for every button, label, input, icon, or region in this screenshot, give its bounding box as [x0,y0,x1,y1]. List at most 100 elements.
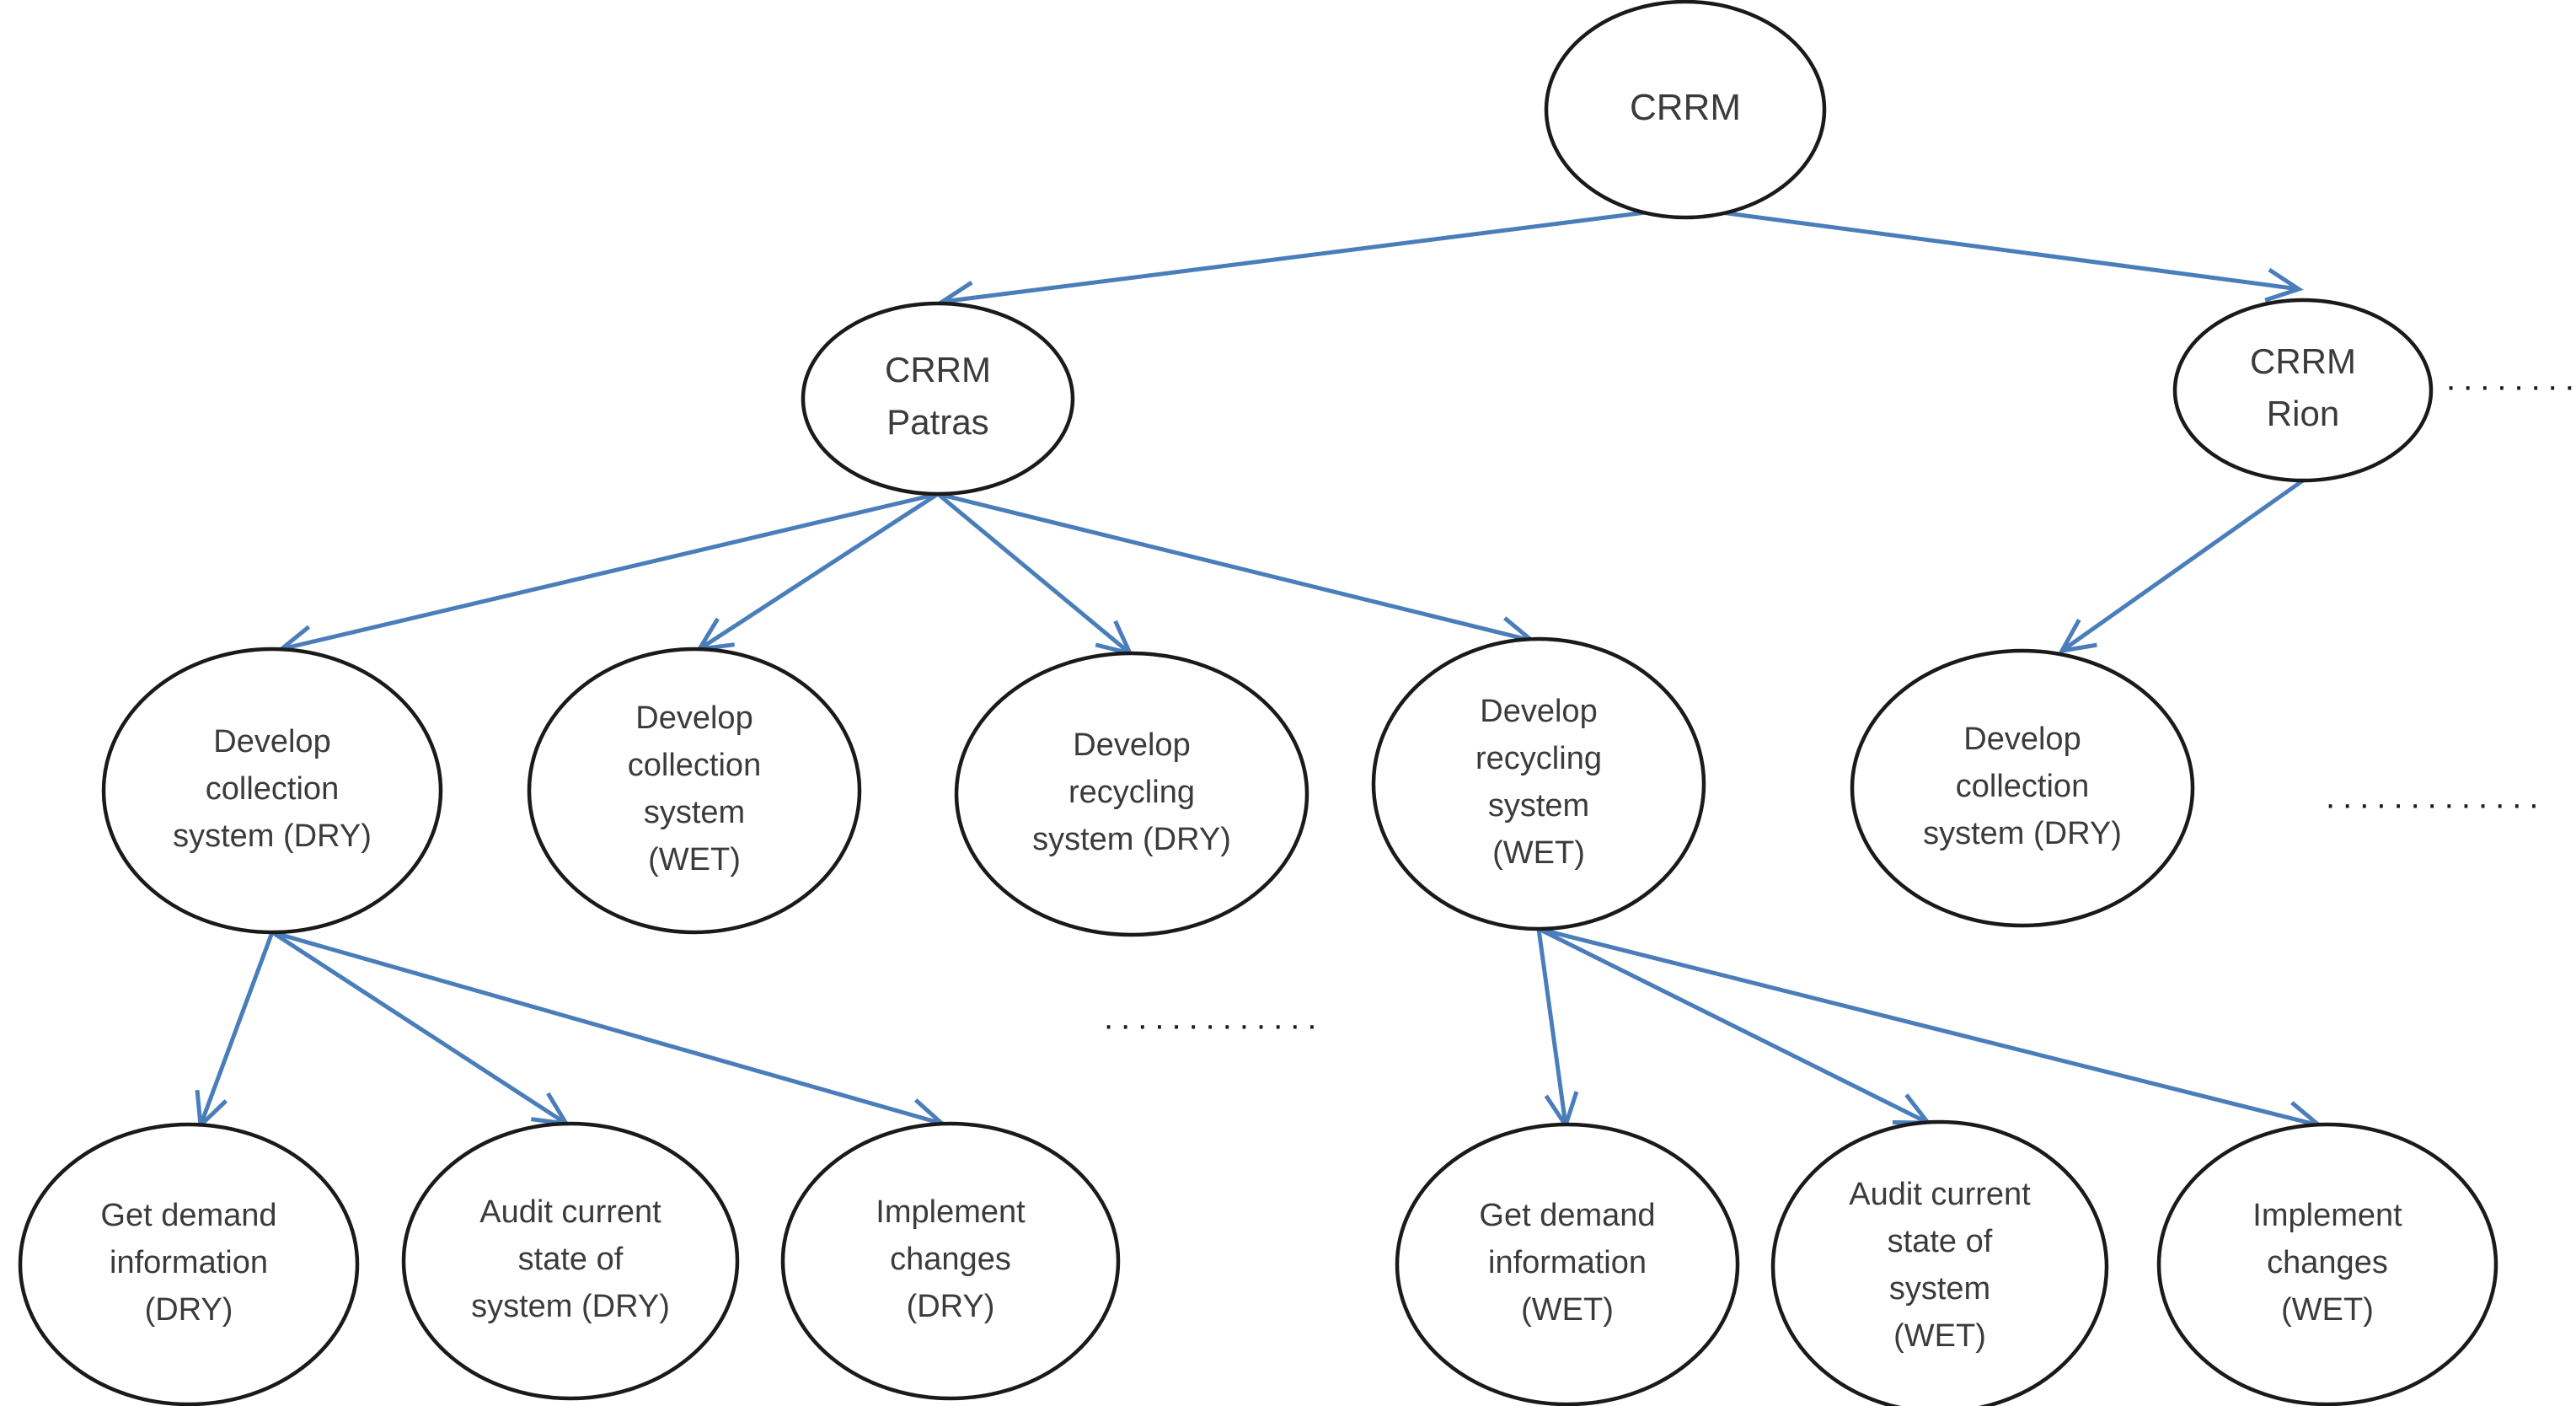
node-label-line: collection [1956,769,2089,804]
node-develop-collection-wet-patras[interactable]: Develop collection system (WET) [527,647,862,935]
node-shape[interactable] [2172,298,2434,483]
node-label-line: Audit current [1849,1177,2031,1212]
edge-arrowhead-icon [2264,267,2304,303]
node-shape[interactable] [401,1121,740,1401]
node-label-line: Develop [1963,722,2081,757]
node-label-line: system (DRY) [471,1289,670,1324]
node-shape[interactable] [18,1122,360,1406]
node-label-line: Audit current [479,1194,661,1230]
node-label-line: (DRY) [907,1289,995,1324]
node-label-line: recycling [1068,775,1195,810]
edge-line [936,492,1132,655]
edge-crrm-to-patras [937,207,1674,315]
edge-line [198,931,275,1126]
ellipsis-marker-ellipsis-level3-mid: ............. [1104,1000,1324,1037]
node-label-line: information [110,1245,268,1280]
node-label-line: CRRM [2250,341,2356,381]
node-label-line: changes [2267,1245,2388,1280]
node-shape[interactable] [780,1121,1121,1401]
node-label-line: information [1488,1245,1647,1280]
node-shape[interactable] [801,301,1075,496]
ellipsis-markers-layer: ..................................... [1104,361,2576,1037]
edge-colldry-to-get-dry [195,931,275,1130]
edge-patras-to-rec-wet [937,491,1537,651]
node-crrm[interactable]: CRRM [1544,0,1827,220]
node-develop-collection-dry-rion[interactable]: Develop collection system (DRY) [1850,648,2195,928]
node-shape[interactable] [2156,1122,2498,1406]
node-label-line: system (DRY) [1032,822,1231,857]
edge-line [1538,926,2320,1128]
node-develop-recycling-wet-patras[interactable]: Develop recycling system (WET) [1371,636,1706,931]
node-label-line: collection [628,748,761,783]
node-label-line: state of [1888,1224,1993,1259]
node-label: CRRM Rion [2250,341,2356,433]
node-label-line: CRRM [1630,87,1741,128]
node-label: Get demand information (DRY) [100,1198,276,1328]
edge-recwet-to-audit-wet [1537,926,1933,1125]
node-label-line: (WET) [1521,1292,1614,1328]
node-label-line: Develop [1480,694,1597,729]
node-label-line: Patras [886,402,988,442]
node-label-line: Develop [213,724,330,759]
node-shape[interactable] [101,647,443,935]
node-shape[interactable] [1544,0,1827,220]
edge-line [1536,928,1568,1126]
edge-line [270,930,568,1126]
edge-line [1695,207,2300,292]
node-label-line: changes [890,1242,1011,1277]
node-shape[interactable] [1395,1122,1740,1406]
edge-line [2060,478,2305,653]
node-shape[interactable] [527,647,862,935]
node-shape[interactable] [1850,648,2195,928]
node-label-line: CRRM [885,350,991,389]
node-label: Get demand information (WET) [1479,1198,1655,1328]
edge-rion-to-coll-dry [2058,478,2305,654]
edge-crrm-to-rion [1695,207,2304,303]
node-label-line: (WET) [1492,835,1585,871]
node-label-line: system [1889,1271,1990,1307]
node-label-line: (WET) [648,842,741,877]
node-get-demand-information-wet[interactable]: Get demand information (WET) [1395,1122,1740,1406]
edge-recwet-to-impl-wet [1538,926,2324,1135]
node-label-line: recycling [1475,741,1602,776]
node-shape[interactable] [1770,1119,2109,1406]
node-shape[interactable] [1371,636,1706,931]
node-shape[interactable] [954,651,1309,937]
node-label-line: Develop [635,700,752,736]
node-label-line: Get demand [100,1198,276,1233]
node-label-line: system [1488,788,1589,824]
edge-recwet-to-get-wet [1536,928,1579,1130]
node-get-demand-information-dry[interactable]: Get demand information (DRY) [18,1122,360,1406]
node-label-line: system [644,795,745,830]
node-crrm-patras[interactable]: CRRM Patras [801,301,1075,496]
node-label: CRRM Patras [885,350,991,442]
edge-patras-to-coll-wet [695,491,940,652]
edge-line [281,491,939,652]
node-label-line: Get demand [1479,1198,1655,1233]
node-label: Develop collection system (WET) [628,700,761,877]
node-label: Develop collection system (DRY) [1923,722,2122,851]
edge-line [1537,926,1930,1125]
ellipsis-marker-ellipsis-level2-right: ........... [2446,361,2576,398]
node-label-line: (DRY) [145,1292,233,1328]
edge-line [941,207,1674,304]
node-crrm-rion[interactable]: CRRM Rion [2172,298,2434,483]
edge-patras-to-coll-dry [276,491,939,659]
ellipsis-marker-ellipsis-level3-right: ............. [2326,779,2546,816]
edge-line [937,491,1533,643]
node-label-line: Rion [2267,394,2339,433]
node-label-line: system (DRY) [1923,816,2122,851]
